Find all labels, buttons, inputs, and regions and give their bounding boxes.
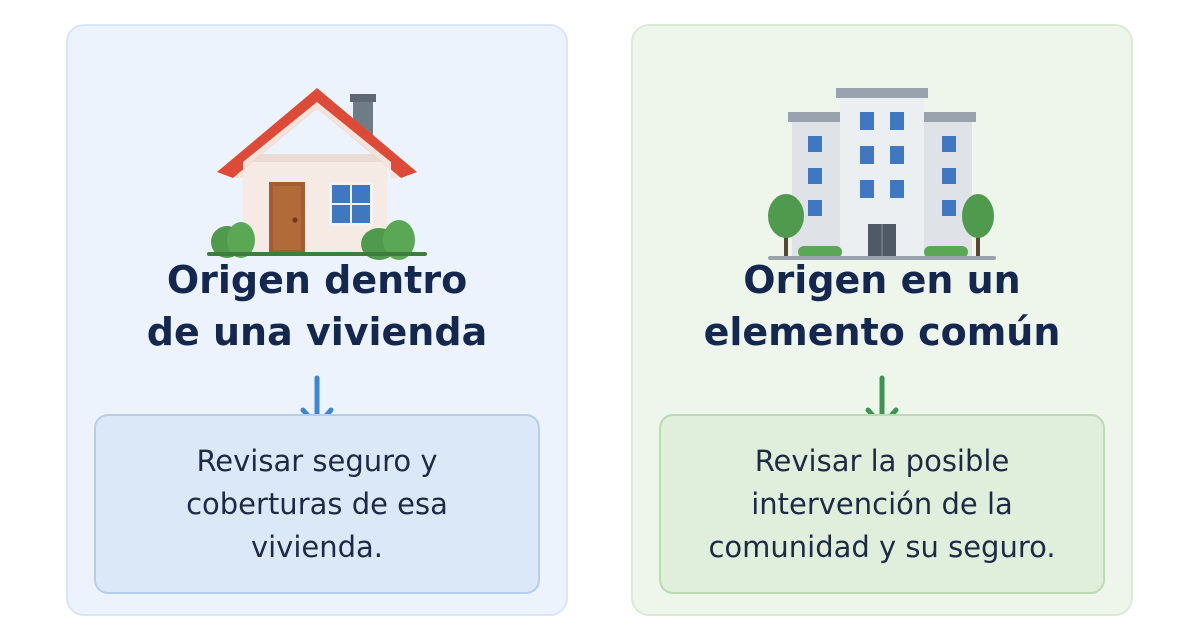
result-text: Revisar la posible intervención de la co… — [708, 440, 1055, 569]
card-elemento-comun: Origen en un elemento común Revisar la p… — [631, 24, 1133, 616]
result-text: Revisar seguro y coberturas de esa vivie… — [186, 440, 448, 569]
result-line: intervención de la — [751, 486, 1013, 521]
result-line: comunidad y su seguro. — [708, 529, 1056, 564]
card-title: Origen dentro de una vivienda — [78, 254, 556, 358]
card-title: Origen en un elemento común — [643, 254, 1121, 358]
card-vivienda: Origen dentro de una vivienda Revisar se… — [66, 24, 568, 616]
result-line: Revisar seguro y — [196, 443, 438, 478]
illustration-area — [68, 54, 566, 264]
card-title-line: Origen dentro — [166, 258, 468, 302]
house-icon — [207, 88, 427, 260]
result-box: Revisar seguro y coberturas de esa vivie… — [94, 414, 540, 594]
result-line: Revisar la posible — [754, 443, 1010, 478]
illustration-area — [633, 54, 1131, 264]
card-title-line: Origen en un — [743, 258, 1021, 302]
result-line: coberturas de esa — [186, 486, 448, 521]
result-box: Revisar la posible intervención de la co… — [659, 414, 1105, 594]
result-line: vivienda. — [250, 529, 384, 564]
card-title-line: de una vivienda — [146, 310, 488, 354]
apartment-building-icon — [768, 88, 996, 260]
card-title-line: elemento común — [703, 310, 1061, 354]
